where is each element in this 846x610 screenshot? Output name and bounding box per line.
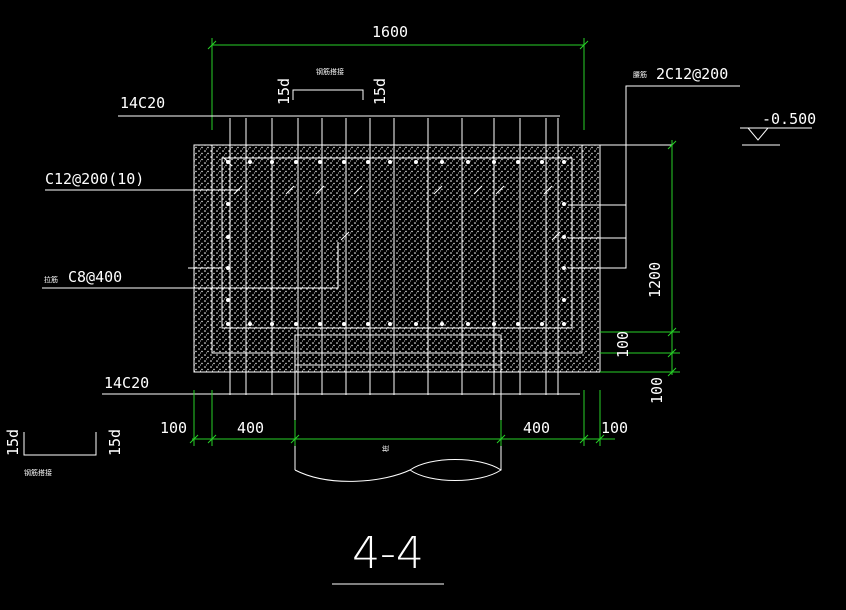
side-rebar-prefix: 腰筋 <box>633 70 647 79</box>
stirrup-outline <box>221 157 573 329</box>
right-dimension: 1200 100 100 <box>600 140 680 404</box>
top-rebar-bar <box>414 160 418 164</box>
top-rebar-bar <box>562 160 566 164</box>
top-rebar-bar <box>342 160 346 164</box>
bottom-rebar-bar <box>540 322 544 326</box>
pile <box>294 334 502 482</box>
top-rebar-label: 14C20 <box>120 94 165 112</box>
tie-mark <box>551 231 561 241</box>
side-rebar-bar <box>562 266 566 270</box>
bottom-rebar-bar <box>248 322 252 326</box>
tie-mark <box>285 185 295 195</box>
top-rebar-bar <box>248 160 252 164</box>
bottom-rebar-bar <box>414 322 418 326</box>
lap-legend: 15d 15d 钢筋搭接 <box>4 429 124 477</box>
stirrup-callout: C12@200(10) <box>45 170 240 191</box>
top-rebar-bar <box>294 160 298 164</box>
bottom-rebar-bar <box>466 322 470 326</box>
elevation-mark: -0.500 <box>600 110 816 146</box>
elevation-label: -0.500 <box>762 110 816 128</box>
tie-label: C8@400 <box>68 268 122 286</box>
right-dim-lower-a: 100 <box>614 331 632 358</box>
top-rebar-bar <box>540 160 544 164</box>
side-rebar-bar <box>226 266 230 270</box>
tie-mark <box>473 185 483 195</box>
bottom-dim-right-edge: 100 <box>601 419 628 437</box>
top-rebar-bar <box>388 160 392 164</box>
hook-length-right: 15d <box>371 78 389 105</box>
top-rebar-bar <box>318 160 322 164</box>
side-rebar-bar <box>226 202 230 206</box>
top-lap-note: 钢筋搭接 <box>316 67 344 76</box>
top-lap-detail: 钢筋搭接 15d 15d <box>275 67 389 105</box>
side-rebar-bar <box>562 298 566 302</box>
beam-section <box>193 144 601 373</box>
tie-mark <box>433 185 443 195</box>
right-dim-lower-b: 100 <box>648 377 666 404</box>
top-dimension-label: 1600 <box>372 23 408 41</box>
bottom-rebar-bar <box>388 322 392 326</box>
tie-mark <box>315 185 325 195</box>
side-rebar-bar <box>562 202 566 206</box>
bottom-rebar-bar <box>516 322 520 326</box>
side-rebar-bar <box>226 298 230 302</box>
bottom-rebar-bar <box>562 322 566 326</box>
bottom-dimension: 100 400 400 100 <box>160 390 628 446</box>
bottom-rebar-callout: 14C20 <box>102 374 580 395</box>
top-rebar-bar <box>440 160 444 164</box>
tie-mark <box>495 185 505 195</box>
side-rebar-bar <box>562 235 566 239</box>
pile-label: 桩 <box>381 445 390 452</box>
side-rebar-label: 2C12@200 <box>656 65 728 83</box>
section-title: 4-4 <box>332 528 444 585</box>
bottom-rebar-bar <box>342 322 346 326</box>
tie-mark <box>353 185 363 195</box>
bottom-rebar-bar <box>294 322 298 326</box>
bottom-rebar-bar <box>366 322 370 326</box>
side-rebar-callout: 腰筋 2C12@200 <box>568 65 740 269</box>
bottom-rebar-bar <box>318 322 322 326</box>
rebar-bars <box>226 160 566 326</box>
stirrup-legs <box>188 118 559 395</box>
tie-mark <box>543 185 553 195</box>
bottom-dim-left-span: 400 <box>237 419 264 437</box>
height-dimension-label: 1200 <box>646 262 664 298</box>
concrete-hatch <box>193 144 601 373</box>
top-rebar-bar <box>226 160 230 164</box>
stirrup-label: C12@200(10) <box>45 170 144 188</box>
top-rebar-bar <box>466 160 470 164</box>
side-rebar-bar <box>226 235 230 239</box>
bottom-rebar-label: 14C20 <box>104 374 149 392</box>
bottom-rebar-bar <box>440 322 444 326</box>
bottom-dim-left-edge: 100 <box>160 419 187 437</box>
top-rebar-callout: 14C20 <box>118 94 560 117</box>
tie-callout: 拉筋 C8@400 <box>42 242 339 289</box>
section-title-text: 4-4 <box>352 528 424 579</box>
top-rebar-bar <box>366 160 370 164</box>
legend-lap-note: 钢筋搭接 <box>24 468 52 477</box>
hook-length-left: 15d <box>275 78 293 105</box>
tie-mark <box>340 231 350 241</box>
legend-hook-right: 15d <box>106 429 124 456</box>
bottom-rebar-bar <box>226 322 230 326</box>
top-dimension: 1600 <box>207 23 589 130</box>
pile-break-line <box>294 459 502 482</box>
legend-hook-left: 15d <box>4 429 22 456</box>
top-rebar-bar <box>516 160 520 164</box>
tie-prefix: 拉筋 <box>44 275 58 284</box>
bottom-dim-right-span: 400 <box>523 419 550 437</box>
